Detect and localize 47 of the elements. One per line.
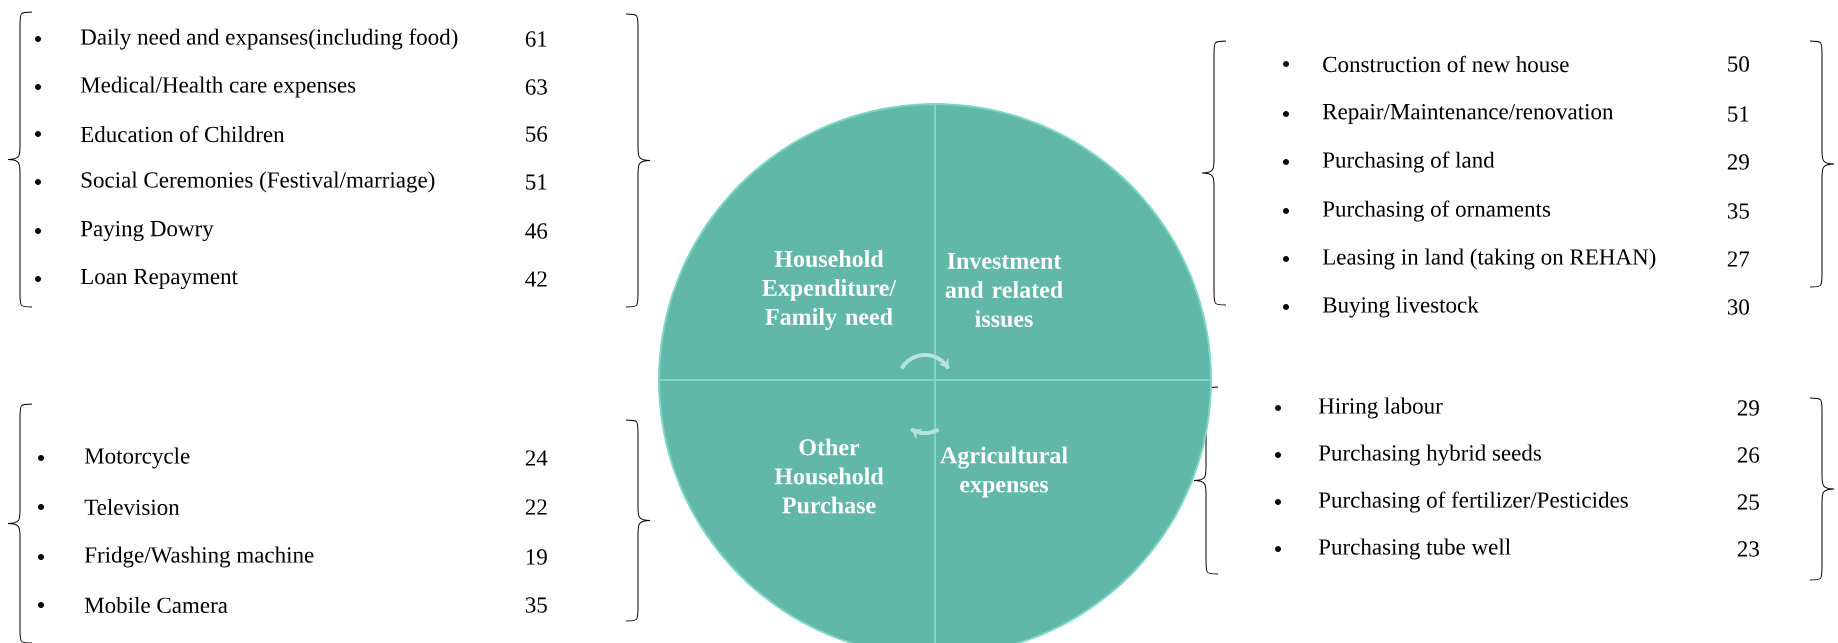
list-item: Fridge/Washing machine [38,546,314,568]
list-item: Daily need and expanses(including food) [35,28,458,50]
list-item: Paying Dowry [35,220,214,242]
count-value: 51 [1728,106,1749,122]
list-item: Leasing in land (taking on REHAN) [1283,248,1656,270]
count-value: 29 [1727,154,1749,170]
list-item: Education of Children [35,125,285,143]
list-item: Hiring labour [1275,397,1443,419]
quadrant-segment: Investment and related issues [934,103,1213,381]
curved-arrow [910,427,940,440]
list-item: Purchasing tube well [1275,538,1511,560]
count-value: 27 [1727,251,1750,267]
count-value: 63 [525,79,547,95]
list-item: Purchasing of ornaments [1283,200,1551,222]
count-value: 19 [526,549,547,565]
count-value: 35 [1727,203,1749,219]
curved-arrow [899,353,949,370]
node-label: Other Household Purchase [774,438,884,514]
list-item: Repair/Maintenance/renovation [1283,103,1614,125]
node-label: Agricultural expenses [940,446,1068,498]
count-value: 56 [526,126,548,142]
list-item: Television [38,498,180,516]
list-item: Purchasing of land [1283,151,1495,173]
list-item: Motorcycle [38,447,190,469]
count-value: 23 [1737,541,1759,557]
count-value: 51 [526,174,547,190]
count-value: 30 [1727,299,1749,315]
count-value: 42 [525,271,547,287]
count-value: 29 [1737,400,1759,416]
quadrant-segment: Household Expenditure/ Family need [658,103,936,381]
count-value: 50 [1728,56,1749,72]
list-item: Medical/Health care expenses [35,76,356,98]
count-value: 26 [1737,447,1760,463]
count-value: 24 [525,450,548,466]
list-item: Buying livestock [1283,296,1479,318]
count-value: 25 [1737,494,1759,510]
count-value: 22 [525,499,547,515]
count-value: 61 [525,31,547,47]
list-item: Mobile Camera [38,596,228,614]
list-item: Construction of new house [1283,55,1569,73]
count-value: 46 [525,223,548,239]
list-item: Purchasing of fertilizer/Pesticides [1275,491,1628,513]
quadrant-segment: Other Household Purchase [658,379,936,643]
count-value: 35 [525,597,547,613]
list-item: Loan Repayment [35,269,238,289]
list-item: Purchasing hybrid seeds [1275,444,1541,466]
list-item: Social Ceremonies (Festival/marriage) [35,171,435,193]
